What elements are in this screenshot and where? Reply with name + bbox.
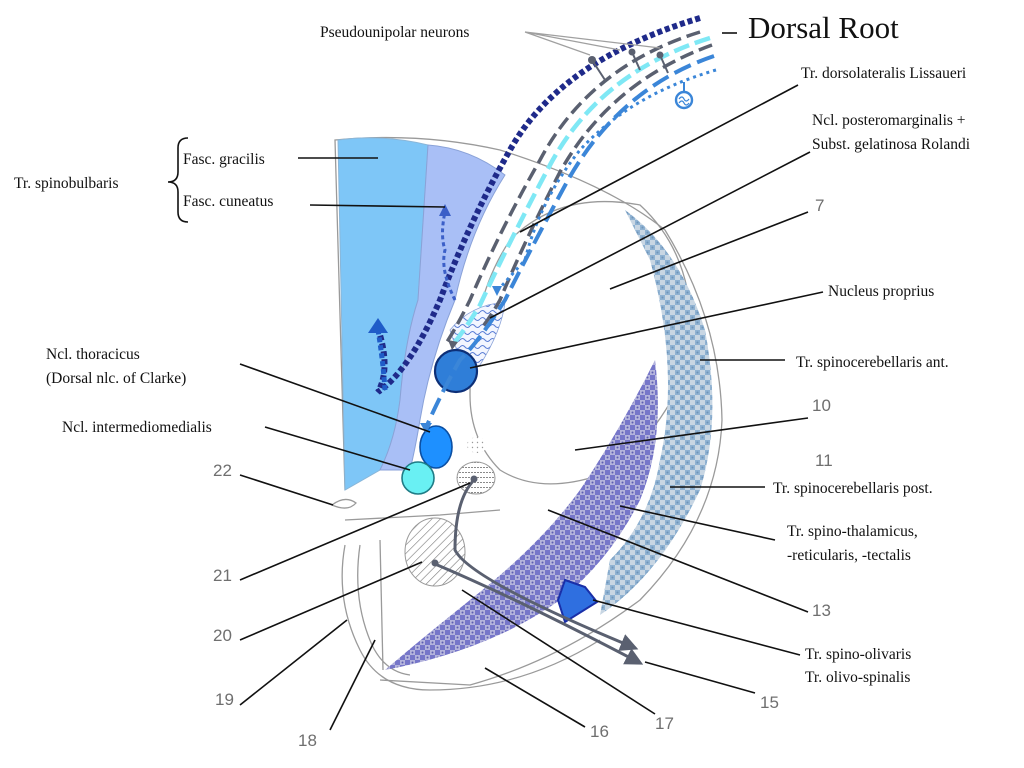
leader-17 <box>461 589 656 715</box>
arrow-gracilis-head <box>368 318 388 333</box>
number-20: 20 <box>213 626 232 645</box>
arrow-clarke-head <box>448 340 458 350</box>
fiber-navy-dotted <box>375 15 701 395</box>
ncl-intermediomedialis-cell <box>401 461 435 495</box>
ventral-fissure <box>379 539 384 671</box>
bracket-spinobulbaris <box>167 137 189 223</box>
dotted-area <box>467 437 487 453</box>
leader-20 <box>239 561 423 641</box>
leader-thoracicus <box>239 363 431 433</box>
ventral-horn-inner-outline <box>357 544 411 676</box>
label-gracilis: Fasc. gracilis <box>183 151 265 168</box>
label-spinothalamicus-1: Tr. spino-thalamicus, <box>787 523 918 540</box>
leader-22 <box>239 474 334 506</box>
leader-lissaueri <box>519 84 799 233</box>
label-dorsal-root: Dorsal Root <box>748 10 899 45</box>
fiber-blue-dashed <box>423 54 715 431</box>
label-spinobulbaris: Tr. spinobulbaris <box>14 175 119 192</box>
number-15: 15 <box>760 693 779 712</box>
receptor-wave-icon <box>678 96 690 106</box>
fiber-gray-1 <box>443 30 701 346</box>
label-thoracicus-2: (Dorsal nlc. of Clarke) <box>46 370 186 387</box>
number-10: 10 <box>812 396 831 415</box>
label-thoracicus-1: Ncl. thoracicus <box>46 346 140 363</box>
arrow-cuneatus-head <box>439 204 451 216</box>
leader-posteromarginalis <box>489 151 811 319</box>
number-7: 7 <box>815 196 824 215</box>
fiber-cuneatus-ascending <box>441 211 457 301</box>
fiber-origin-dot-1 <box>470 475 478 483</box>
ganglion-stalk-3 <box>659 54 669 74</box>
ncl-clarke-circle <box>433 348 479 394</box>
leader-18 <box>329 639 376 731</box>
fiber-arrow-15 <box>453 478 639 651</box>
number-13: 13 <box>812 601 831 620</box>
label-pseudounipolar: Pseudounipolar neurons <box>320 24 469 41</box>
spinocerebellaris-ant-region <box>600 210 713 615</box>
fiber-cyan <box>453 35 711 344</box>
number-19: 19 <box>215 690 234 709</box>
leader-15 <box>644 661 756 694</box>
label-lissaueri: Tr. dorsolateralis Lissaueri <box>801 65 967 82</box>
median-line <box>344 509 501 521</box>
ventral-horn-outline <box>341 544 601 691</box>
number-17: 17 <box>655 714 674 733</box>
central-canal <box>330 498 357 509</box>
leader-10 <box>574 417 809 451</box>
leader-nucleus-proprius <box>469 291 824 369</box>
leader-pseudounipolar <box>524 31 661 56</box>
leader-intermediomedialis <box>264 426 411 471</box>
label-spinocerebellaris-ant: Tr. spinocerebellaris ant. <box>796 354 949 371</box>
fiber-origin-dot-2 <box>431 559 439 567</box>
label-spinothalamicus-2: -reticularis, -tectalis <box>787 547 911 564</box>
leader-cuneatus <box>309 204 446 208</box>
number-22: 22 <box>213 461 232 480</box>
number-16: 16 <box>590 722 609 741</box>
leader-16 <box>484 667 586 728</box>
fiber-gray-2 <box>478 43 713 332</box>
spino-olivaris-tract <box>556 578 599 624</box>
cord-outer-outline <box>334 136 723 686</box>
arrow-lissauer-head <box>492 286 502 296</box>
ganglion-stalk-2 <box>631 51 641 71</box>
leader-21 <box>239 482 471 581</box>
label-nucleus-proprius: Nucleus proprius <box>828 283 934 300</box>
label-posteromarginalis-2: Subst. gelatinosa Rolandi <box>812 136 971 153</box>
label-spinoolivaris-1: Tr. spino-olivaris <box>805 646 911 663</box>
ncl-thoracicus-cell <box>419 425 453 469</box>
leader-19 <box>239 619 348 706</box>
number-18: 18 <box>298 731 317 750</box>
spinothalamicus-region <box>385 360 658 670</box>
number-21: 21 <box>213 566 232 585</box>
label-posteromarginalis-1: Ncl. posteromarginalis + <box>812 112 966 129</box>
label-spinocerebellaris-post: Tr. spinocerebellaris post. <box>773 480 933 497</box>
leader-spinothalamicus <box>619 505 776 541</box>
arrow-thoracicus-head <box>420 423 432 433</box>
number-11: 11 <box>815 451 833 470</box>
fiber-blue-dotted <box>496 68 717 292</box>
label-cuneatus: Fasc. cuneatus <box>183 193 273 210</box>
leader-spinoolivaris <box>592 599 801 656</box>
label-spinoolivaris-2: Tr. olivo-spinalis <box>805 669 910 686</box>
fiber-arrow-17 <box>434 562 644 665</box>
leader-7 <box>609 211 809 290</box>
ganglion-stalk-1 <box>591 59 606 81</box>
leader-13 <box>547 509 809 613</box>
label-intermediomedialis: Ncl. intermediomedialis <box>62 419 212 436</box>
